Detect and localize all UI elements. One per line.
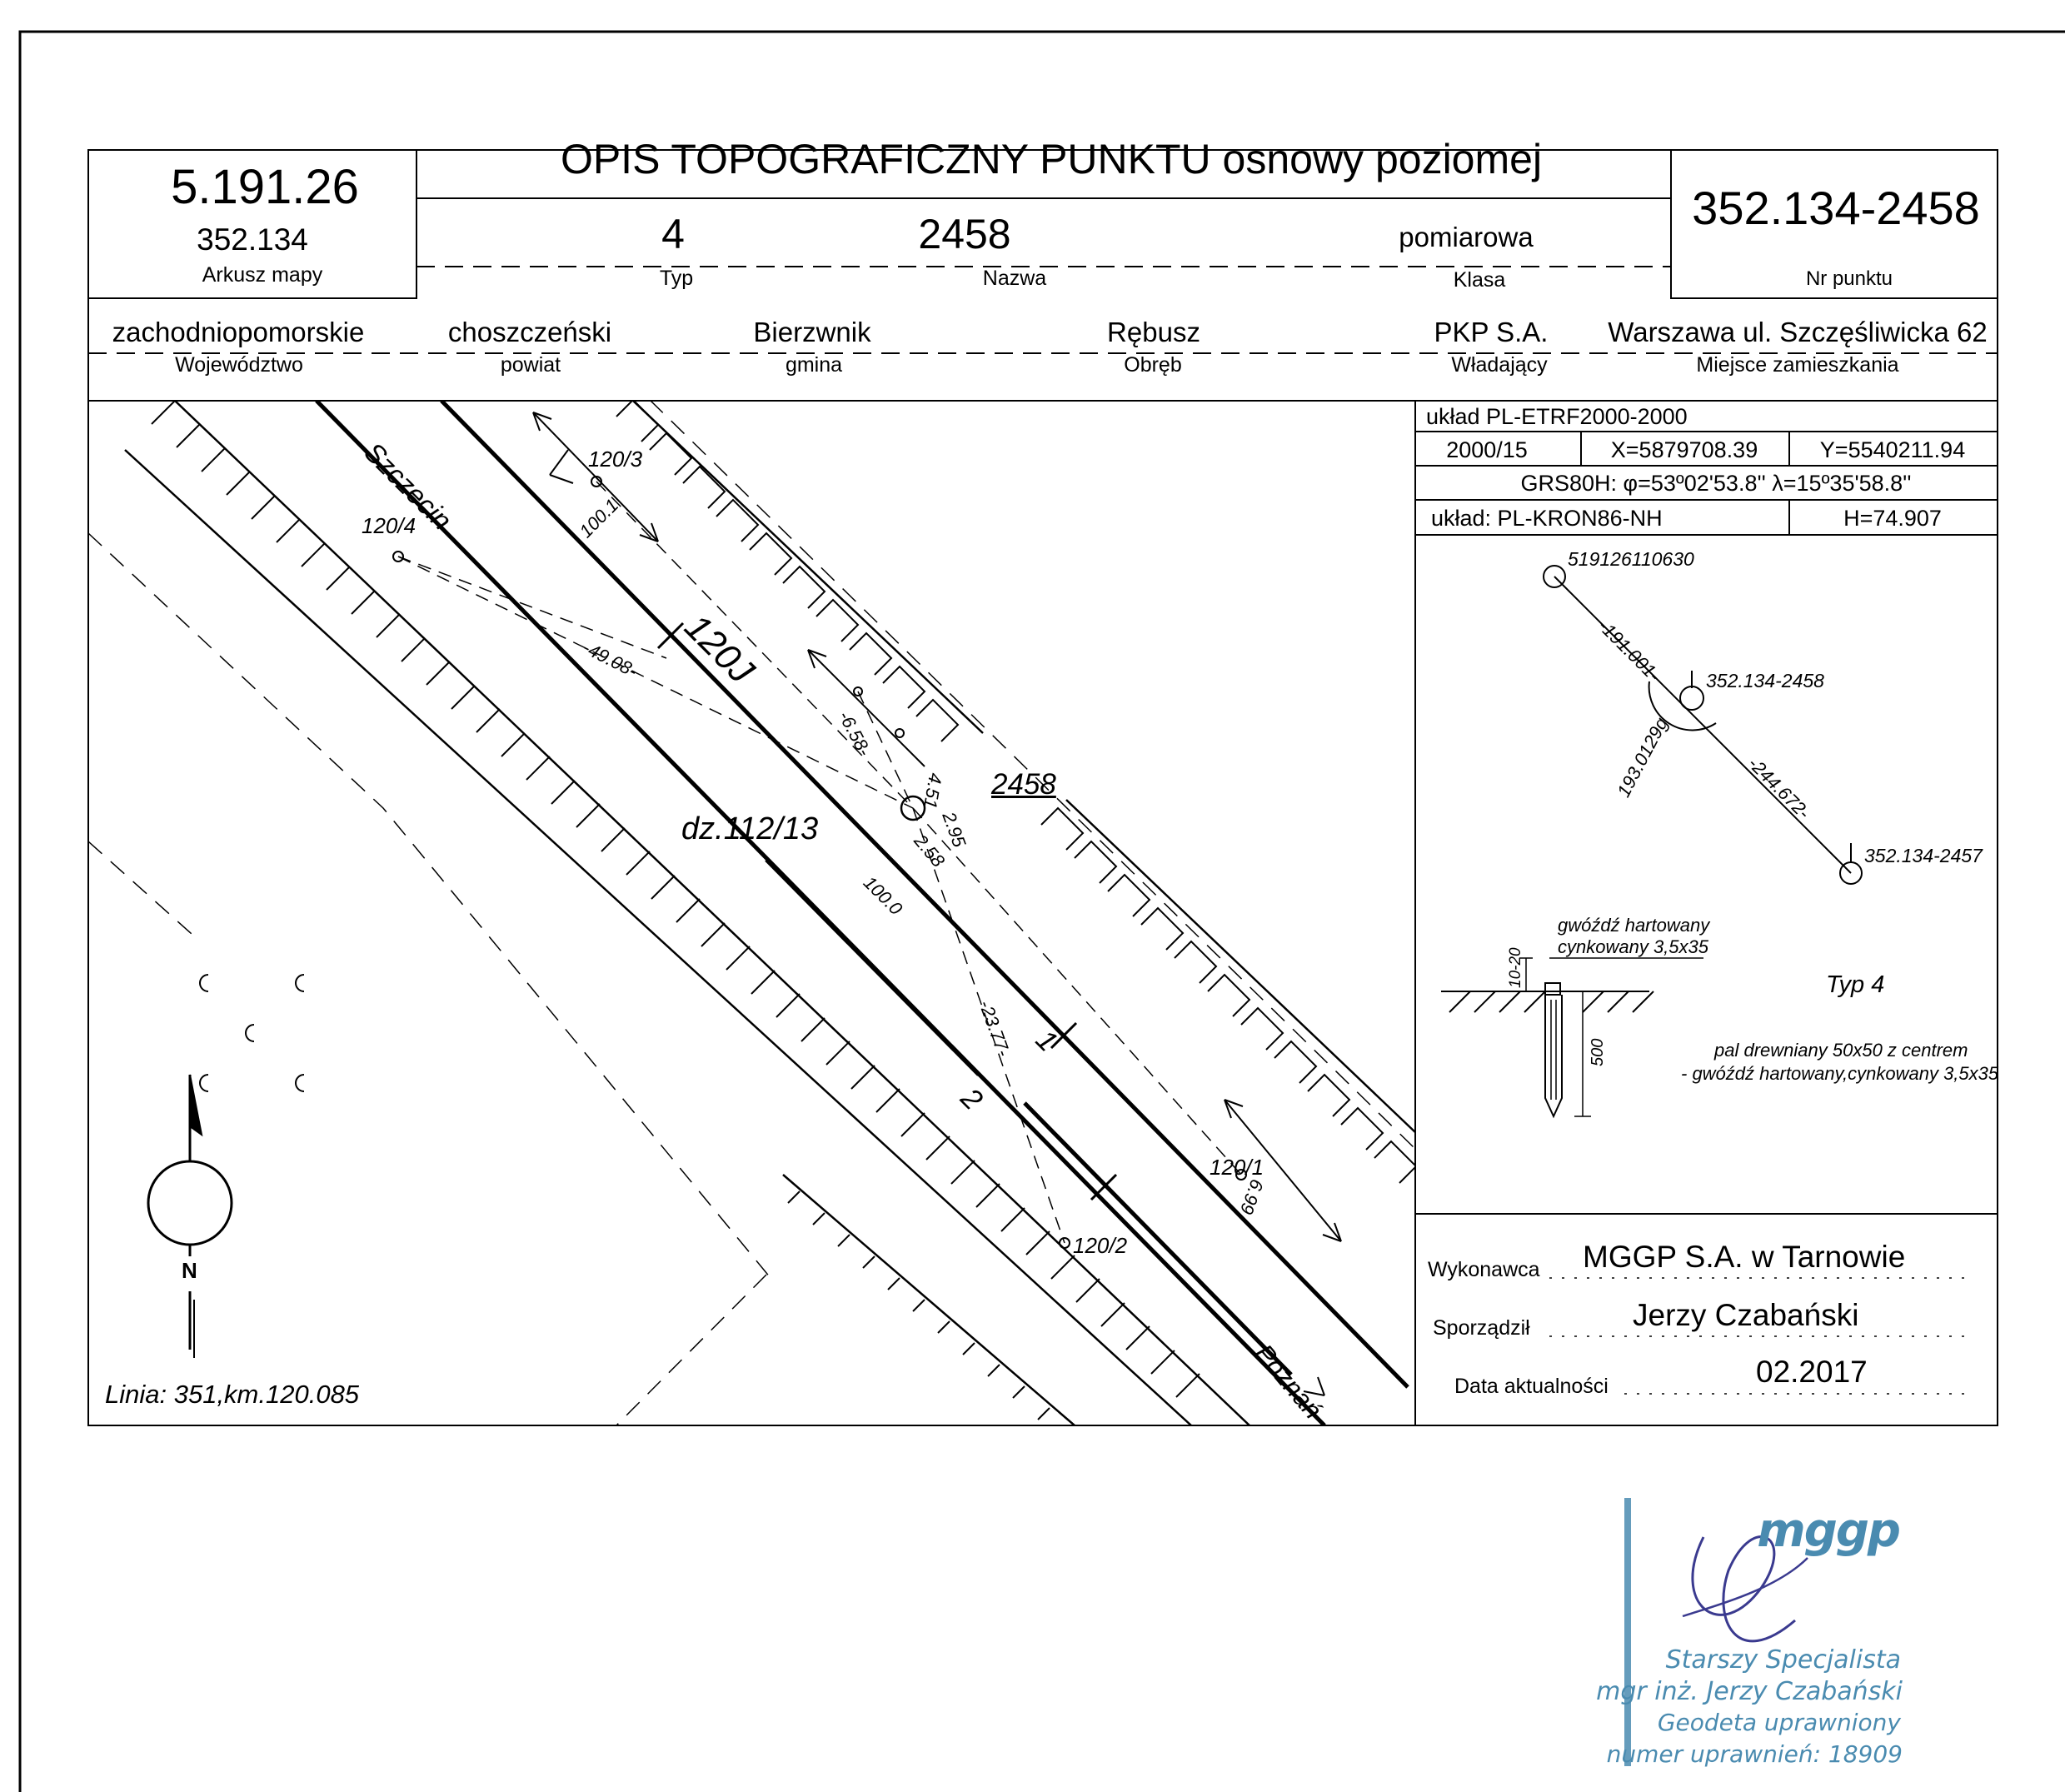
name-value: 2458: [918, 211, 1011, 257]
type-label: Typ: [659, 267, 694, 290]
sheet-code: 5.191.26: [171, 160, 359, 214]
residence-label: Miejsce zamieszkania: [1696, 353, 1899, 377]
point-box: [1670, 149, 1998, 299]
point-120-4: 120/4: [362, 513, 416, 538]
commune-label: gmina: [785, 353, 843, 377]
sheet-frame: [87, 149, 1998, 1426]
county: choszczeński: [447, 317, 612, 347]
sheet-sub: 352.134: [197, 222, 308, 257]
date: 02.2017: [1756, 1355, 1868, 1389]
stamp-line-1: Starszy Specjalista: [1665, 1645, 1901, 1675]
precinct: Rębusz: [1107, 317, 1200, 347]
coord-zone: 2000/15: [1446, 437, 1528, 462]
county-label: powiat: [500, 353, 561, 377]
class-label: Klasa: [1453, 268, 1506, 292]
contractor: MGGP S.A. w Tarnowie: [1583, 1240, 1906, 1274]
outer-frame: [18, 30, 2065, 1792]
commune: Bierzwnik: [753, 317, 871, 347]
prepared-by: Jerzy Czabański: [1633, 1298, 1859, 1332]
residence: Warszawa ul. Szczęśliwicka 62: [1608, 317, 1988, 347]
diagram-top-point: 519126110630: [1568, 548, 1694, 570]
coord-y: Y=5540211.94: [1819, 437, 1966, 462]
point-120-3: 120/3: [588, 447, 643, 472]
point-120-1: 120/1: [1210, 1155, 1264, 1180]
point-label: 2458: [991, 768, 1056, 801]
prepared-label: Sporządził: [1433, 1316, 1530, 1340]
marker-type: Typ 4: [1826, 971, 1885, 998]
precinct-label: Obręb: [1124, 353, 1182, 377]
line-label: Linia: 351,km.120.085: [105, 1380, 360, 1409]
type-value: 4: [661, 211, 685, 257]
diagram-center-point: 352.134-2458: [1706, 670, 1824, 691]
name-label: Nazwa: [982, 267, 1047, 290]
diagram-bottom-point: 352.134-2457: [1864, 845, 1983, 866]
north-label: N: [182, 1258, 197, 1283]
voivodeship: zachodniopomorskie: [112, 317, 365, 347]
stamp-line-4: numer uprawnień: 18909: [1606, 1740, 1903, 1768]
coord-x: X=5879708.39: [1610, 437, 1758, 462]
stamp-logo: mggp: [1757, 1504, 1901, 1558]
date-label: Data aktualności: [1454, 1375, 1609, 1398]
rail-right-1: [440, 401, 1409, 1389]
class-value: pomiarowa: [1399, 222, 1534, 252]
contractor-label: Wykonawca: [1428, 1258, 1540, 1281]
height-value: H=74.907: [1843, 506, 1942, 531]
point-number-label: Nr punktu: [1805, 267, 1893, 290]
height-system: układ: PL-KRON86-NH: [1431, 506, 1663, 531]
stamp-line-2: mgr inż. Jerzy Czabański: [1596, 1677, 1903, 1706]
point-120-2: 120/2: [1073, 1233, 1128, 1258]
owner-label: Władający: [1451, 353, 1548, 377]
nail-desc-2: cynkowany 3,5x35: [1558, 936, 1708, 957]
owner: PKP S.A.: [1434, 317, 1549, 347]
point-number: 352.134-2458: [1692, 182, 1980, 234]
nail-desc-1: gwóźdź hartowany: [1558, 915, 1710, 936]
coord-system: układ PL-ETRF2000-2000: [1426, 404, 1688, 429]
sheet-box: [87, 149, 417, 299]
point-2458-marker: [900, 795, 926, 821]
post-desc-2: - gwóźdź hartowany,cynkowany 3,5x35: [1681, 1063, 1999, 1084]
voivodeship-label: Województwo: [175, 353, 303, 377]
stamp-line-3: Geodeta uprawniony: [1657, 1709, 1901, 1736]
page-title: OPIS TOPOGRAFICZNY PUNKTU osnowy poziome…: [560, 136, 1543, 182]
parcel-label: dz.112/13: [681, 811, 819, 846]
post-desc-1: pal drewniany 50x50 z centrem: [1714, 1040, 1968, 1061]
coord-grs: GRS80H: φ=53º02'53.8'' λ=15º35'58.8'': [1520, 471, 1912, 496]
sheet-label: Arkusz mapy: [202, 263, 323, 287]
